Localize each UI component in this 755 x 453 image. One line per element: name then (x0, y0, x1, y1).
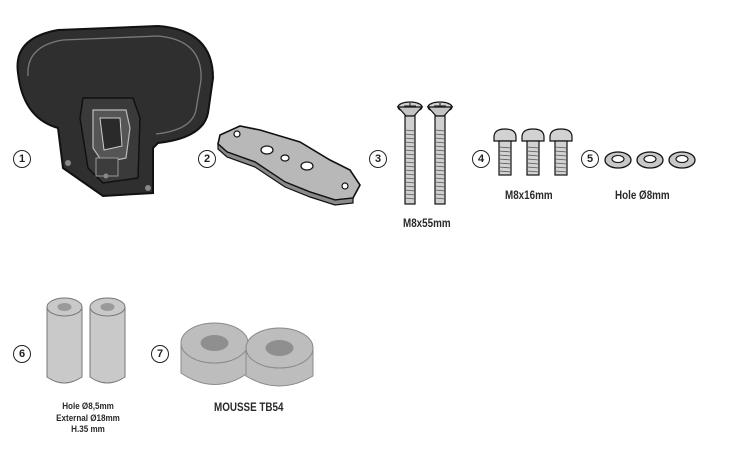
label-part-4: M8x16mm (505, 188, 553, 202)
label-part-5: Hole Ø8mm (615, 188, 670, 202)
long-screws-illustration (396, 101, 454, 205)
label-part-6-line-1: Hole Ø8,5mm (62, 401, 114, 412)
part-number-7: 7 (151, 345, 169, 363)
part-number-4: 4 (472, 150, 490, 168)
part-number-6: 6 (13, 345, 31, 363)
washers-illustration (604, 151, 696, 169)
label-part-6-line-3: H.35 mm (71, 424, 105, 435)
label-part-3: M8x55mm (403, 216, 451, 230)
backrest-illustration (16, 24, 215, 198)
label-part-6: Hole Ø8,5mm External Ø18mm H.35 mm (54, 401, 122, 436)
part-number-5: 5 (581, 150, 599, 168)
label-part-7: MOUSSE TB54 (214, 400, 284, 414)
bracket-plate-illustration (217, 125, 361, 206)
label-part-6-line-2: External Ø18mm (56, 412, 120, 424)
part-number-3: 3 (369, 150, 387, 168)
spacers-illustration (46, 297, 126, 384)
part-number-1: 1 (13, 150, 31, 168)
foam-pads-illustration (180, 322, 314, 387)
part-number-2: 2 (198, 150, 216, 168)
short-screws-illustration (493, 128, 573, 176)
